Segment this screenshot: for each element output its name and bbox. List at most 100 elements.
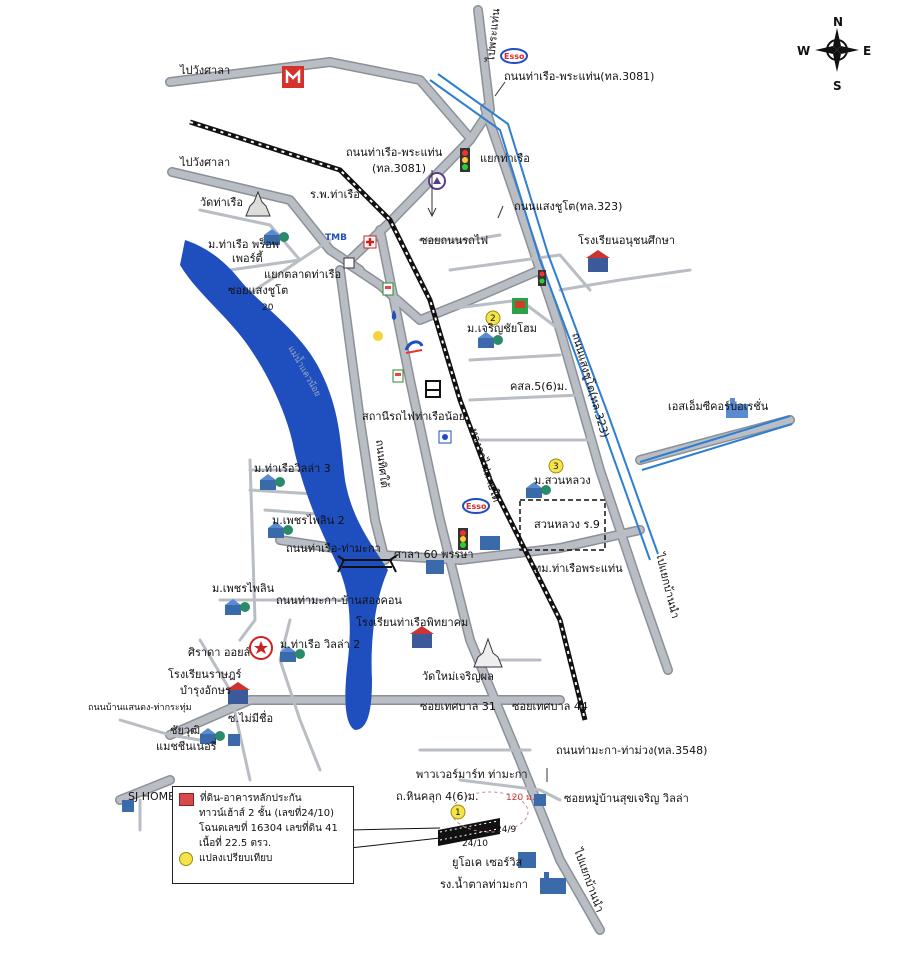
compass-w: W <box>797 44 810 58</box>
river <box>180 240 388 730</box>
legend-plot-line1: ที่ดิน-อาคารหลักประกัน <box>200 793 302 804</box>
esso-logo-icon: Esso <box>462 498 490 514</box>
label-sj-home: SJ HOME <box>128 790 175 803</box>
legend-plot-line4: เนื้อที่ 22.5 ตรว. <box>199 838 272 849</box>
label-m-property-1: ม.ท่าเรือ พร็อพ <box>208 237 279 251</box>
label-yaek-talat: แยกตลาดท่าเรือ <box>264 268 341 281</box>
label-school-anuchon: โรงเรียนอนุชนศึกษา <box>578 233 675 247</box>
map-legend: ที่ดิน-อาคารหลักประกัน ทาวน์เฮ้าส์ 2 ชั้… <box>172 786 354 884</box>
svg-text:2: 2 <box>490 314 496 324</box>
label-to-wang-sala: ไปวังศาลา <box>179 64 230 77</box>
label-road-3081-top: ถนนท่าเรือ-พระแท่น(ทล.3081) <box>504 70 654 83</box>
village-icon <box>200 728 225 744</box>
building-icon <box>228 734 240 746</box>
legend-plot-row: ที่ดิน-อาคารหลักประกัน <box>179 791 347 806</box>
svg-text:Esso: Esso <box>504 52 525 61</box>
makro-logo-icon <box>282 66 304 88</box>
label-plot-24-10: 24/10 <box>462 839 488 849</box>
label-station: สถานีรถไฟท่าเรือน้อย <box>362 410 465 423</box>
comparison-swatch <box>179 852 193 866</box>
school-icon <box>226 682 250 704</box>
svg-text:1: 1 <box>455 808 461 818</box>
label-wat-tha-ruea: วัดท่าเรือ <box>200 196 243 209</box>
school-icon <box>410 626 434 648</box>
label-chai-wut-2: แมชชีนเนอรี่ <box>156 738 217 753</box>
label-yaek-tha-ruea: แยกท่าเรือ <box>480 152 530 165</box>
comparison-marker-2: 2 <box>485 310 501 326</box>
legend-compare-label: แปลงเปรียบเทียบ <box>199 853 273 864</box>
compass-rose: N S E W <box>797 15 871 93</box>
traffic-light-icon <box>460 148 470 172</box>
building-icon <box>480 536 500 550</box>
label-road-3548: ถนนท่ามะกา-ท่าม่วง(ทล.3548) <box>556 744 707 757</box>
comparison-marker-1: 1 <box>450 804 466 820</box>
label-hospital: ร.พ.ท่าเรือ <box>310 188 360 201</box>
bank-icon <box>438 430 452 444</box>
label-to-phra-thaen: ไปพระแท่น <box>484 7 503 63</box>
label-soi-thetsaban-44: ซอยเทศบาล 44 <box>512 700 588 713</box>
label-chai-wut-1: ชัยวุฒิ <box>170 724 200 737</box>
compass-e: E <box>863 44 871 58</box>
seven-eleven-icon <box>392 369 404 383</box>
railway-station-icon <box>425 380 441 398</box>
label-road-tha-ruea-phra-thaen: ถนนท่าเรือ-พระแท่น <box>346 146 443 159</box>
ptt-logo-icon <box>404 340 424 354</box>
suan-luang-park-outline <box>519 499 606 551</box>
label-hin-khlup: ถ.หินคลุก 4(6)ม. <box>396 790 479 803</box>
label-m-phet-phrai-2: ม.เพชรไพลิน 2 <box>272 514 345 527</box>
legend-plot-line2: ทาวน์เฮ้าส์ 2 ชั้น (เลขที่24/10) <box>199 808 335 819</box>
label-road-3081: (ทล.3081) <box>372 162 426 175</box>
legend-plot-line3: โฉนดเลขที่ 16304 เลขที่ดิน 41 <box>199 823 338 834</box>
label-plot-24-9: 24/9 <box>496 825 516 835</box>
svg-text:3: 3 <box>553 462 559 472</box>
ptt-station-icon <box>428 172 446 190</box>
village-icon <box>280 646 305 662</box>
legend-compare-row: แปลงเปรียบเทียบ <box>179 851 347 866</box>
label-m-phet-phrai: ม.เพชรไพลิน <box>212 582 275 595</box>
seven-eleven-icon <box>382 282 394 296</box>
village-icon <box>264 229 289 245</box>
label-kso-5: คสล.5(6)ม. <box>510 380 568 393</box>
factory-icon <box>540 872 566 894</box>
label-school-rat-1: โรงเรียนราษฎร์ <box>168 667 242 681</box>
tmb-bank-icon: TMB <box>325 233 347 243</box>
label-school-phitthayakhom: โรงเรียนท่าเรือพิทยาคม <box>356 615 468 629</box>
factory-icon <box>726 398 748 418</box>
label-soi-20: 20 <box>262 303 274 313</box>
esso-logo-icon: Esso <box>500 48 528 64</box>
label-road-tha-ruea-bridge: ถนนท่าเรือ-ท่ามะกา <box>286 542 381 555</box>
village-icon <box>225 599 250 615</box>
label-m-charoen-chai-home: ม.เจริญชัยโฮม <box>467 321 537 335</box>
traffic-light-icon <box>458 528 468 550</box>
flag-icon <box>512 298 528 314</box>
village-icon <box>260 474 285 490</box>
hospital-icon <box>363 235 377 249</box>
svg-text:Esso: Esso <box>466 502 487 511</box>
label-sala-60: ศาลา 60 พรรษา <box>394 548 474 561</box>
water-drop-icon <box>391 310 397 320</box>
traffic-light-icon <box>538 270 546 286</box>
village-icon <box>478 332 503 348</box>
shell-station-icon <box>373 331 383 341</box>
gas-station-icon <box>249 636 273 660</box>
label-wat-mai: วัดใหม่เจริญผล <box>422 670 494 683</box>
label-m-property-2: เพอร์ตี้ <box>232 250 264 265</box>
temple-icon <box>473 637 503 668</box>
label-distance: 120 ม. <box>506 793 535 803</box>
label-to-wang-sala: ไปวังศาลา <box>179 156 230 169</box>
village-icon <box>526 482 551 498</box>
label-soi-thanon-rotfai: ซอยถนนรถไฟ <box>420 234 488 247</box>
label-school-rat-2: บำรุงอักษร <box>180 684 231 697</box>
svg-text:TMB: TMB <box>325 233 347 243</box>
label-road-south: ถนนทิศใต้ <box>373 439 391 489</box>
pointer-arrows <box>427 81 548 782</box>
comparison-marker-3: 3 <box>548 458 564 474</box>
building-icon <box>534 794 546 806</box>
restroom-icon <box>343 257 355 269</box>
building-icon <box>426 560 444 574</box>
label-m-villa-3: ม.ท่าเรือวิลล่า 3 <box>254 462 331 475</box>
label-uoc-service: ยูโอเค เซอร์วิส <box>452 855 522 869</box>
school-icon <box>586 250 610 272</box>
label-to-yaek-bang-phra: ไปแยกบ้านนำ <box>653 551 682 620</box>
